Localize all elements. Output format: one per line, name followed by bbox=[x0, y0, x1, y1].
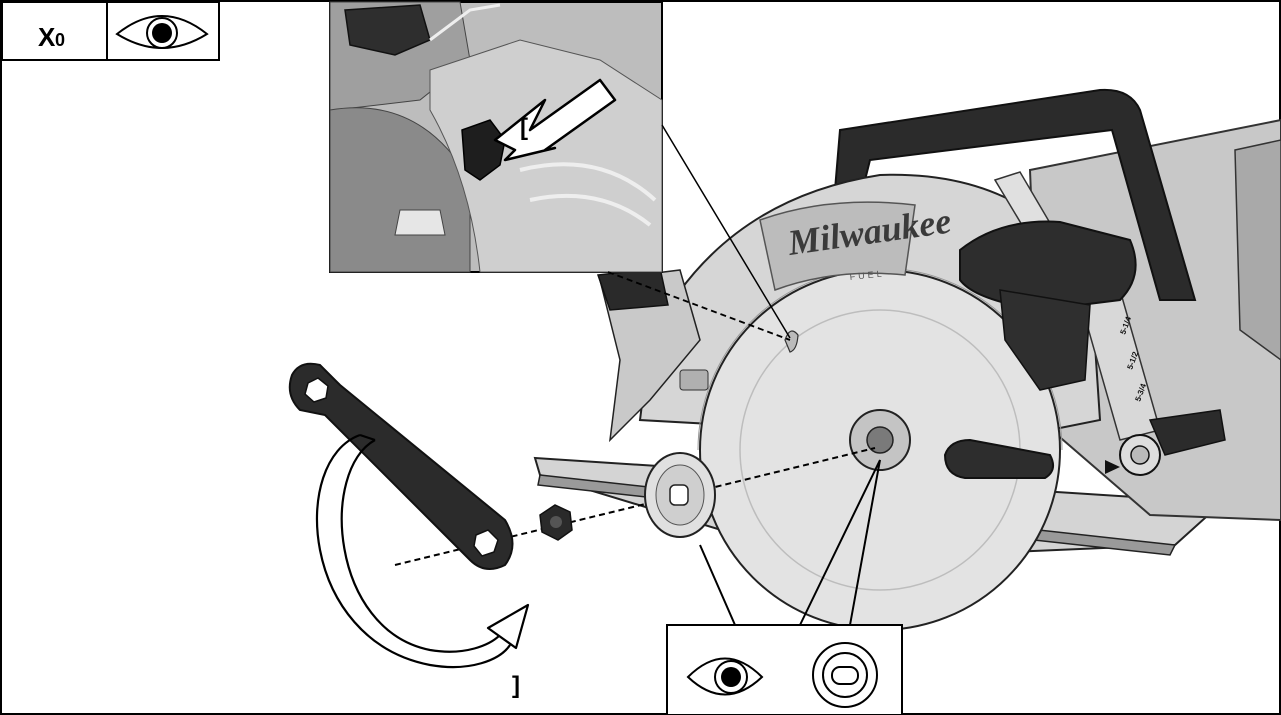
brand-plate bbox=[759, 201, 916, 292]
slot-icon bbox=[812, 642, 878, 708]
counterclockwise-arrow-icon bbox=[315, 433, 530, 669]
wrench-hex-hole-1 bbox=[304, 377, 329, 403]
detail-callout bbox=[666, 459, 903, 715]
bevel-lock-lever bbox=[1148, 409, 1226, 456]
outer-washer bbox=[644, 452, 716, 538]
arrow-icon bbox=[493, 78, 617, 162]
step-suffix: 0 bbox=[55, 30, 65, 50]
pointer-triangle bbox=[1105, 460, 1120, 474]
step-prefix: X bbox=[38, 22, 56, 52]
spindle-lock-button bbox=[461, 119, 506, 181]
inset-detail: [ bbox=[329, 1, 663, 273]
knob-base bbox=[999, 289, 1091, 391]
step-header: X 0 bbox=[1, 1, 220, 61]
circular-saw: Milwaukee FUEL 5-1/4 5-1/2 5-3/4 bbox=[533, 88, 1281, 631]
rotate-label: ] bbox=[512, 672, 520, 699]
eye-icon bbox=[686, 657, 764, 696]
wrench-hex-hole-2 bbox=[473, 529, 499, 557]
bevel-lever bbox=[943, 438, 1055, 479]
eye-icon bbox=[115, 15, 209, 49]
arbor-shaft bbox=[866, 426, 894, 454]
rear-handle-stub bbox=[596, 267, 669, 311]
inset-connector-dashed bbox=[607, 271, 791, 341]
inset-connector-solid bbox=[661, 124, 791, 339]
callout-pointer-2 bbox=[799, 459, 881, 626]
guard-label bbox=[679, 369, 709, 391]
brand-sub: FUEL bbox=[849, 268, 885, 282]
wrench bbox=[288, 362, 514, 570]
lower-guard bbox=[599, 269, 701, 443]
top-handle bbox=[833, 88, 1197, 301]
front-knob bbox=[959, 220, 1137, 312]
motor-housing-side bbox=[1234, 139, 1281, 361]
blade-nut bbox=[539, 504, 573, 541]
step-count-box bbox=[1, 1, 108, 61]
inset-callout-label: [ bbox=[520, 114, 528, 141]
